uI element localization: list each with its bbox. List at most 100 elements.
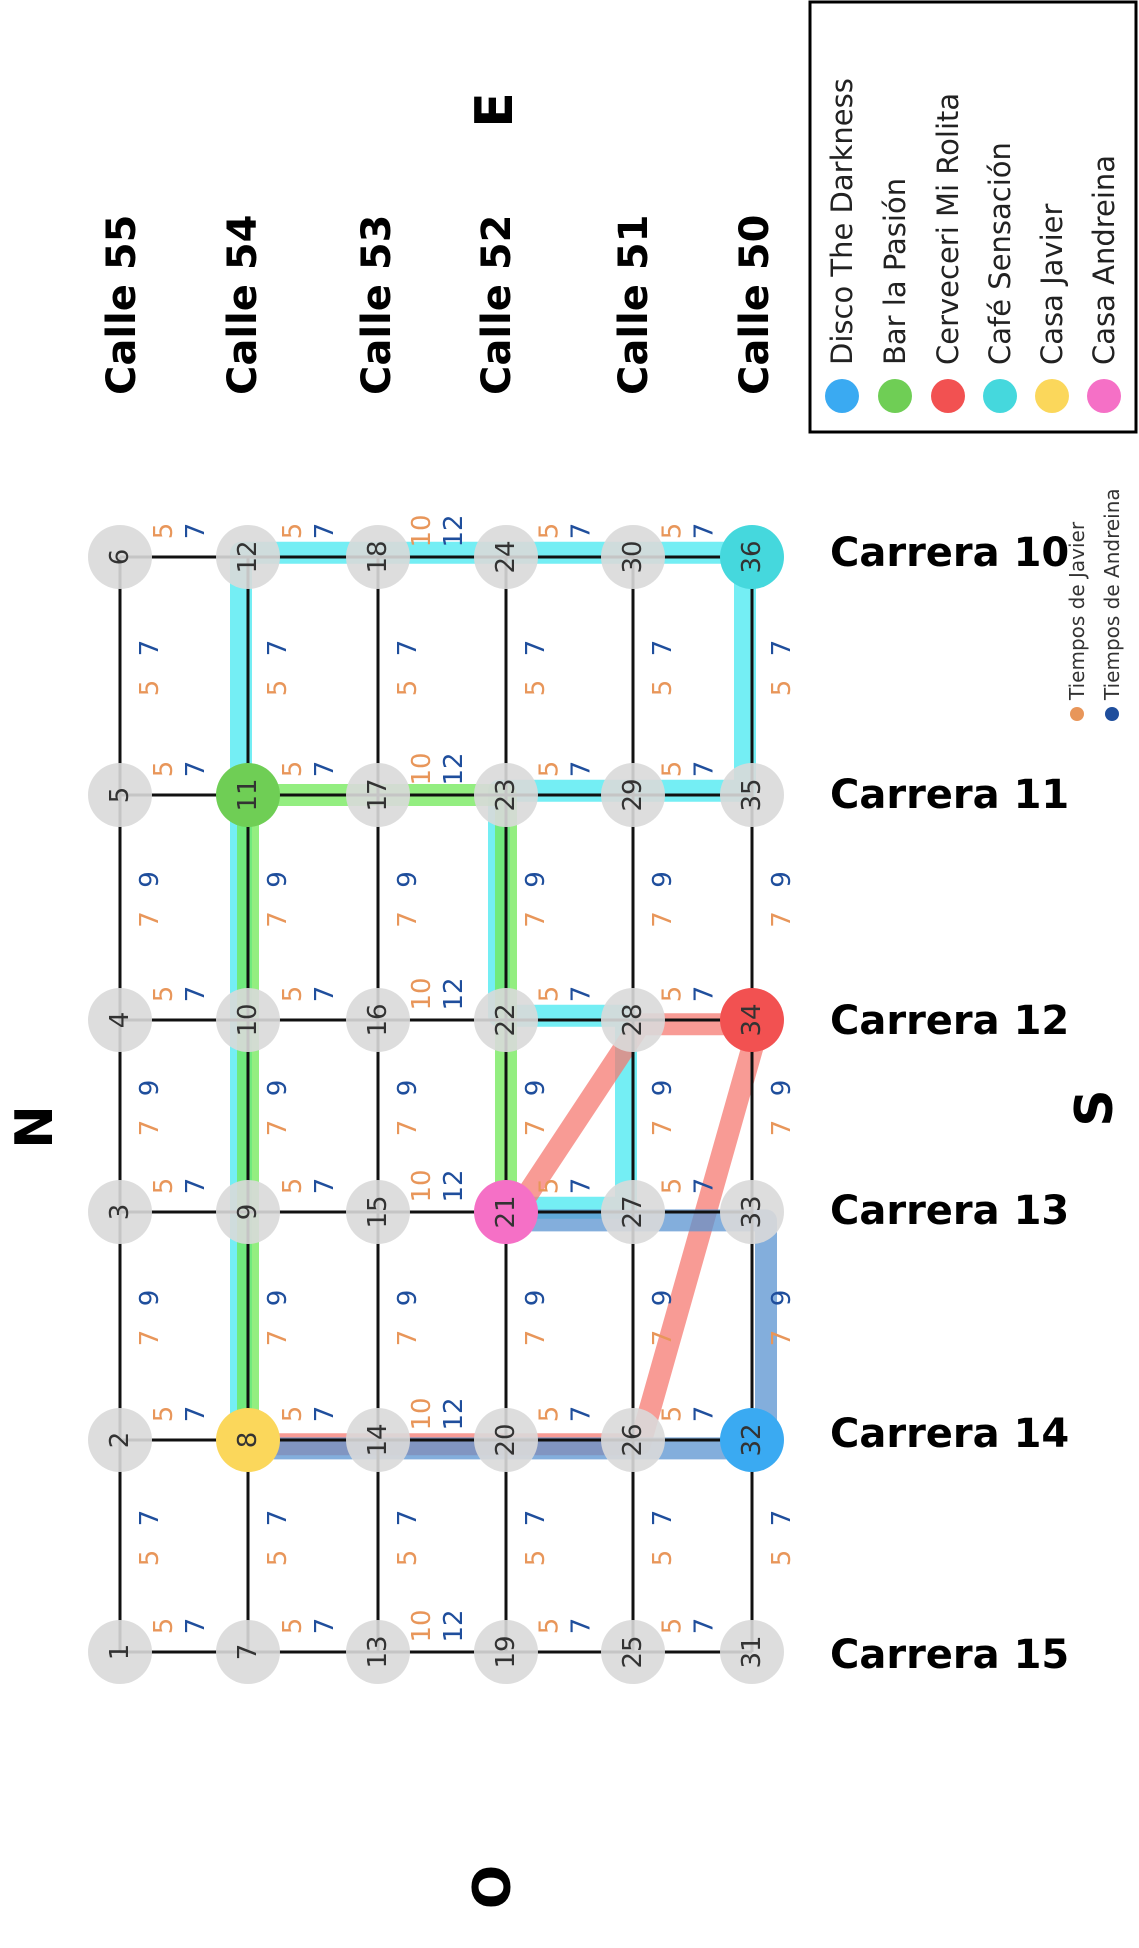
node-circle bbox=[601, 763, 665, 827]
andreina-time-label: 7 bbox=[567, 1618, 597, 1635]
javier-time-label: 5 bbox=[263, 1550, 293, 1567]
intersection-node: 21 bbox=[474, 1180, 538, 1244]
carrera-label: Carrera 11 bbox=[830, 772, 1069, 818]
legend-label: Café Sensación bbox=[983, 142, 1017, 365]
intersection-node: 13 bbox=[346, 1620, 410, 1684]
andreina-time-label: 7 bbox=[690, 986, 720, 1003]
intersection-node: 10 bbox=[216, 988, 280, 1052]
andreina-time-label: 7 bbox=[690, 523, 720, 540]
javier-time-label: 5 bbox=[521, 680, 551, 697]
calle-labels: Calle 55 Calle 54 Calle 53 Calle 52 Call… bbox=[99, 215, 778, 396]
legend-label: Disco The Darkness bbox=[825, 78, 859, 365]
intersection-node: 9 bbox=[216, 1180, 280, 1244]
javier-time-label: 7 bbox=[648, 1120, 678, 1137]
javier-time-label: 5 bbox=[648, 1550, 678, 1567]
intersection-node: 15 bbox=[346, 1180, 410, 1244]
javier-time-label: 5 bbox=[149, 986, 179, 1003]
andreina-time-label: 12 bbox=[439, 752, 469, 785]
legend-label: Bar la Pasión bbox=[878, 178, 912, 365]
javier-time-label: 7 bbox=[521, 1120, 551, 1137]
carrera-label: Carrera 15 bbox=[830, 1632, 1069, 1678]
andreina-time-label: 7 bbox=[310, 523, 340, 540]
andreina-time-label: 7 bbox=[690, 1178, 720, 1195]
javier-time-label: 5 bbox=[658, 761, 688, 778]
legend-label: Casa Andreina bbox=[1087, 155, 1121, 365]
intersection-node: 30 bbox=[601, 525, 665, 589]
intersection-node: 20 bbox=[474, 1408, 538, 1472]
javier-time-label: 5 bbox=[767, 680, 797, 697]
node-circle bbox=[346, 1620, 410, 1684]
calle-label: Calle 52 bbox=[474, 215, 520, 396]
javier-time-label: 5 bbox=[393, 680, 423, 697]
javier-time-label: 7 bbox=[263, 1330, 293, 1347]
javier-time-label: 5 bbox=[521, 1550, 551, 1567]
south-label: S bbox=[1065, 1089, 1125, 1126]
intersection-nodes: 1234567891011121314151617181920212223242… bbox=[88, 525, 784, 1684]
node-circle bbox=[601, 1180, 665, 1244]
intersection-node: 25 bbox=[601, 1620, 665, 1684]
andreina-time-label: 7 bbox=[310, 761, 340, 778]
node-circle bbox=[601, 988, 665, 1052]
node-number: 33 bbox=[737, 1195, 767, 1228]
node-number: 31 bbox=[737, 1635, 767, 1668]
node-number: 22 bbox=[491, 1003, 521, 1036]
javier-time-label: 5 bbox=[535, 1618, 565, 1635]
andreina-time-label: 9 bbox=[393, 1290, 423, 1307]
node-circle bbox=[88, 763, 152, 827]
legend-swatch bbox=[983, 379, 1017, 413]
andreina-time-label: 9 bbox=[263, 1080, 293, 1097]
calle-label: Calle 50 bbox=[732, 215, 778, 396]
node-circle bbox=[720, 988, 784, 1052]
intersection-node: 17 bbox=[346, 763, 410, 827]
andreina-time-label: 7 bbox=[567, 761, 597, 778]
intersection-node: 22 bbox=[474, 988, 538, 1052]
legend-swatch bbox=[825, 379, 859, 413]
andreina-time-label: 7 bbox=[181, 1178, 211, 1195]
andreina-time-label: 9 bbox=[135, 1290, 165, 1307]
node-circle bbox=[474, 1408, 538, 1472]
andreina-time-label: 9 bbox=[648, 1290, 678, 1307]
node-circle bbox=[601, 1620, 665, 1684]
javier-time-label: 10 bbox=[407, 1609, 437, 1642]
andreina-time-label: 9 bbox=[521, 1290, 551, 1307]
node-circle bbox=[474, 525, 538, 589]
andreina-time-label: 9 bbox=[263, 871, 293, 888]
node-number: 8 bbox=[233, 1432, 263, 1449]
node-circle bbox=[720, 525, 784, 589]
carrera-label: Carrera 10 bbox=[830, 530, 1069, 576]
javier-time-label: 5 bbox=[535, 761, 565, 778]
javier-time-label: 5 bbox=[658, 986, 688, 1003]
intersection-node: 32 bbox=[720, 1408, 784, 1472]
legend-label: Cerveceri Mi Rolita bbox=[931, 93, 965, 365]
andreina-time-label: 9 bbox=[393, 1080, 423, 1097]
javier-time-label: 5 bbox=[135, 680, 165, 697]
javier-time-label: 7 bbox=[521, 1330, 551, 1347]
andreina-time-label: 7 bbox=[135, 640, 165, 657]
intersection-node: 18 bbox=[346, 525, 410, 589]
node-number: 1 bbox=[105, 1644, 135, 1661]
legend: Disco The Darkness Bar la Pasión Cerveceri… bbox=[808, 0, 1138, 434]
javier-time-label: 10 bbox=[407, 1169, 437, 1202]
javier-time-label: 5 bbox=[648, 680, 678, 697]
andreina-time-label: 9 bbox=[263, 1290, 293, 1307]
javier-time-label: 5 bbox=[393, 1550, 423, 1567]
node-number: 9 bbox=[233, 1204, 263, 1221]
javier-time-label: 5 bbox=[263, 680, 293, 697]
javier-time-label: 5 bbox=[149, 523, 179, 540]
andreina-time-label: 7 bbox=[393, 1510, 423, 1527]
node-circle bbox=[216, 1620, 280, 1684]
javier-time-label: 5 bbox=[658, 1178, 688, 1195]
andreina-time-label: Tiempos de Andreina bbox=[1100, 488, 1124, 701]
node-circle bbox=[216, 763, 280, 827]
intersection-node: 27 bbox=[601, 1180, 665, 1244]
andreina-time-label: 7 bbox=[690, 1406, 720, 1423]
node-number: 36 bbox=[737, 540, 767, 573]
andreina-time-label: 7 bbox=[767, 1510, 797, 1527]
javier-time-label: 7 bbox=[263, 1120, 293, 1137]
andreina-time-label: 9 bbox=[135, 1080, 165, 1097]
javier-time-label: 5 bbox=[658, 1618, 688, 1635]
node-number: 7 bbox=[233, 1644, 263, 1661]
node-circle bbox=[88, 988, 152, 1052]
node-circle bbox=[474, 1180, 538, 1244]
